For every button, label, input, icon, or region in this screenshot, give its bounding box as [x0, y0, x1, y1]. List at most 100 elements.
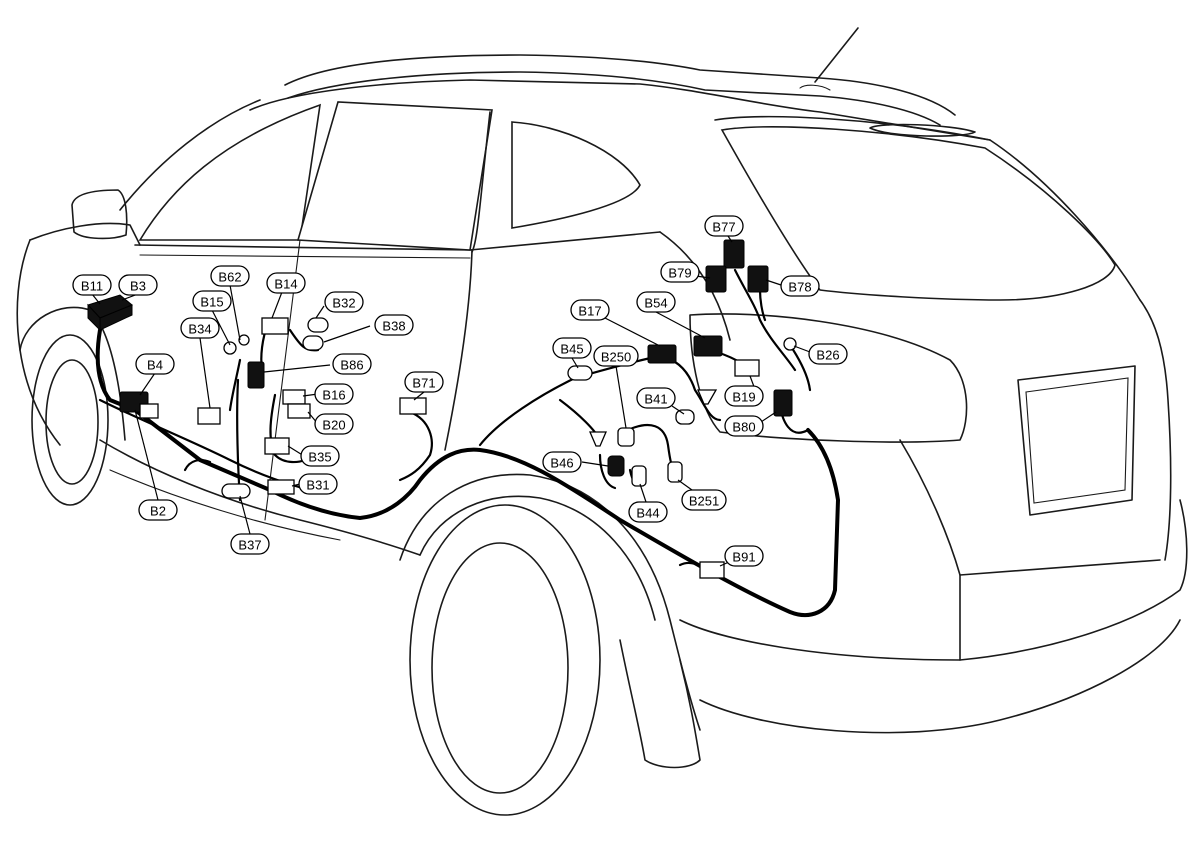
connector-label-b251: B251: [681, 489, 727, 511]
connector-label-b14: B14: [266, 272, 306, 294]
connector-label-text: B91: [732, 550, 755, 565]
connector-label-box: [180, 317, 220, 339]
connector-label-box: [808, 343, 848, 365]
connector-label-text: B34: [188, 322, 211, 337]
connector-label-text: B45: [560, 342, 583, 357]
connector-label-b62: B62: [210, 265, 250, 287]
connector-label-b41: B41: [636, 387, 676, 409]
connector-label-b91: B91: [724, 545, 764, 567]
connector-label-b20: B20: [314, 413, 354, 435]
connector-label-text: B20: [322, 418, 345, 433]
connector-label-box: [374, 314, 414, 336]
vehicle-body-outline: [16, 27, 1188, 816]
connector-label-b86: B86: [332, 353, 372, 375]
connector-label-box: [210, 265, 250, 287]
connector-label-box: [404, 371, 444, 393]
connector-label-b15: B15: [192, 290, 232, 312]
connector-label-b71: B71: [404, 371, 444, 393]
connector-label-b37: B37: [230, 533, 270, 555]
connector-label-b78: B78: [780, 275, 820, 297]
connector-label-b2: B2: [138, 499, 178, 521]
connector-label-box: [593, 345, 639, 367]
connector-label-text: B14: [274, 277, 297, 292]
connector-label-box: [230, 533, 270, 555]
connector-label-box: [704, 215, 744, 237]
connector-label-b4: B4: [135, 353, 175, 375]
connector-label-text: B35: [308, 450, 331, 465]
connector-label-box: [681, 489, 727, 511]
connector-label-text: B31: [306, 478, 329, 493]
connector-label-box: [135, 353, 175, 375]
connector-label-text: B79: [668, 266, 691, 281]
connector-label-box: [72, 274, 112, 296]
connector-label-b44: B44: [628, 501, 668, 523]
connector-label-b17: B17: [570, 299, 610, 321]
connector-label-text: B86: [340, 358, 363, 373]
connector-label-text: B37: [238, 538, 261, 553]
connector-symbols: [87, 239, 797, 579]
connector-label-text: B46: [550, 456, 573, 471]
connector-label-b34: B34: [180, 317, 220, 339]
connector-label-text: B71: [412, 376, 435, 391]
connector-label-box: [332, 353, 372, 375]
connector-label-box: [542, 451, 582, 473]
connector-label-box: [314, 413, 354, 435]
connector-label-text: B41: [644, 392, 667, 407]
connector-label-box: [118, 274, 158, 296]
connector-label-b19: B19: [724, 385, 764, 407]
connector-label-text: B251: [689, 494, 719, 509]
connector-label-box: [724, 545, 764, 567]
connector-label-text: B3: [130, 279, 146, 294]
connector-label-b38: B38: [374, 314, 414, 336]
connector-label-b250: B250: [593, 345, 639, 367]
connector-label-text: B44: [636, 506, 659, 521]
connector-label-b45: B45: [552, 337, 592, 359]
connector-label-text: B16: [322, 388, 345, 403]
connector-label-box: [192, 290, 232, 312]
connector-label-box: [138, 499, 178, 521]
connector-label-box: [724, 385, 764, 407]
connector-label-b46: B46: [542, 451, 582, 473]
connector-label-b32: B32: [324, 291, 364, 313]
connector-label-box: [552, 337, 592, 359]
connector-label-text: B38: [382, 319, 405, 334]
connector-label-box: [660, 261, 700, 283]
connector-label-b54: B54: [636, 291, 676, 313]
connector-label-b80: B80: [724, 415, 764, 437]
connector-label-text: B77: [712, 220, 735, 235]
connector-label-box: [724, 415, 764, 437]
connector-label-box: [324, 291, 364, 313]
connector-label-b16: B16: [314, 383, 354, 405]
connector-label-text: B62: [218, 270, 241, 285]
connector-label-box: [266, 272, 306, 294]
connector-label-b79: B79: [660, 261, 700, 283]
connector-label-box: [636, 291, 676, 313]
connector-label-text: B80: [732, 420, 755, 435]
connector-label-text: B54: [644, 296, 667, 311]
connector-label-b26: B26: [808, 343, 848, 365]
connector-label-b35: B35: [300, 445, 340, 467]
connector-label-text: B2: [150, 504, 166, 519]
connector-label-b77: B77: [704, 215, 744, 237]
connector-label-text: B19: [732, 390, 755, 405]
connector-label-text: B250: [601, 350, 631, 365]
connector-label-b11: B11: [72, 274, 112, 296]
connector-label-box: [300, 445, 340, 467]
connector-label-box: [628, 501, 668, 523]
connector-label-box: [298, 473, 338, 495]
connector-label-box: [314, 383, 354, 405]
connector-label-box: [570, 299, 610, 321]
connector-label-text: B11: [81, 279, 103, 294]
connector-label-text: B26: [816, 348, 839, 363]
connector-label-text: B17: [578, 304, 601, 319]
connector-label-b3: B3: [118, 274, 158, 296]
connector-label-text: B32: [332, 296, 355, 311]
connector-label-b31: B31: [298, 473, 338, 495]
connector-label-text: B4: [147, 358, 163, 373]
connector-label-box: [780, 275, 820, 297]
connector-label-text: B15: [200, 295, 223, 310]
connector-label-box: [636, 387, 676, 409]
connector-label-text: B78: [788, 280, 811, 295]
